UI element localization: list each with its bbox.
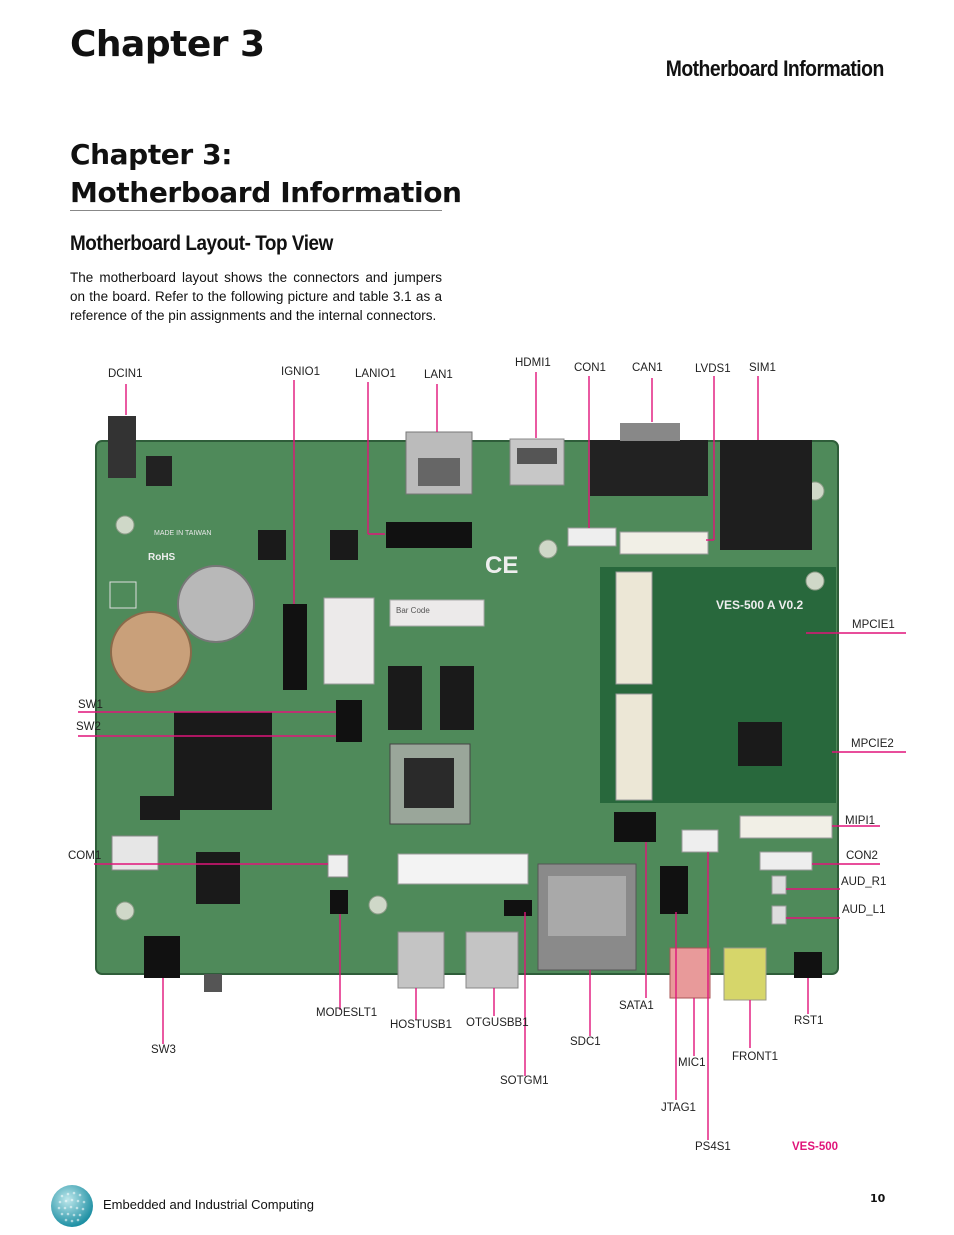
label-sim1: SIM1 [749, 362, 776, 374]
label-rst1: RST1 [794, 1015, 824, 1027]
label-con1: CON1 [574, 362, 606, 374]
label-sotgm1: SOTGM1 [500, 1075, 549, 1087]
company-logo [51, 1185, 93, 1227]
label-lanio1: LANIO1 [355, 368, 396, 380]
label-modeslt1: MODESLT1 [316, 1007, 378, 1019]
label-ps4s1: PS4S1 [695, 1141, 731, 1153]
label-otgusbb1: OTGUSBB1 [466, 1017, 529, 1029]
label-ignio1: IGNIO1 [281, 366, 320, 378]
label-lan1: LAN1 [424, 369, 453, 381]
page-title-line2: Motherboard Information [70, 176, 462, 209]
label-mipi1: MIPI1 [845, 815, 876, 827]
page-number: 10 [870, 1192, 886, 1205]
label-sw1: SW1 [78, 699, 103, 711]
board-ce: CE [485, 552, 519, 579]
label-hostusb1: HOSTUSB1 [390, 1019, 452, 1031]
label-aud-r1: AUD_R1 [841, 876, 887, 888]
subheading: Motherboard Layout- Top View [70, 232, 333, 255]
board-bar-code: Bar Code [396, 606, 430, 615]
footer-text: Embedded and Industrial Computing [103, 1197, 315, 1212]
page-title-line1: Chapter 3: [70, 138, 233, 171]
label-sdc1: SDC1 [570, 1036, 601, 1048]
label-lvds1: LVDS1 [695, 363, 731, 375]
page-title: Chapter 3: Motherboard Information [70, 136, 462, 212]
label-mpcie1: MPCIE1 [852, 619, 895, 631]
label-mic1: MIC1 [678, 1057, 706, 1069]
model-name: VES-500 [792, 1141, 839, 1153]
label-com1: COM1 [68, 850, 102, 862]
chapter-heading: Chapter 3 [70, 24, 265, 65]
label-can1: CAN1 [632, 362, 663, 374]
title-rule [70, 210, 442, 211]
label-con2: CON2 [846, 850, 878, 862]
label-aud-l1: AUD_L1 [842, 904, 886, 916]
label-jtag1: JTAG1 [661, 1102, 696, 1114]
board-rohs: RoHS [148, 552, 176, 563]
label-front1: FRONT1 [732, 1051, 778, 1063]
section-heading: Motherboard Information [665, 56, 885, 81]
label-hdmi1: HDMI1 [515, 357, 551, 369]
label-mpcie2: MPCIE2 [851, 738, 894, 750]
label-sw2: SW2 [76, 721, 101, 733]
board-model-silk: VES-500 A V0.2 [716, 598, 804, 612]
label-sw3: SW3 [151, 1044, 176, 1056]
label-dcin1: DCIN1 [108, 368, 143, 380]
intro-paragraph: The motherboard layout shows the connect… [70, 270, 442, 323]
board-made-in: MADE IN TAIWAN [154, 530, 212, 537]
label-sata1: SATA1 [619, 1000, 654, 1012]
